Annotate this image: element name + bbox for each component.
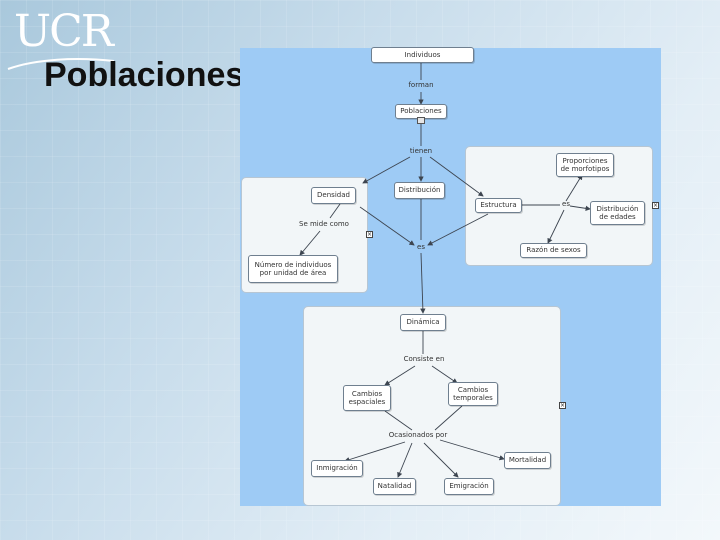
link-ocasionados-por: Ocasionados por — [388, 431, 448, 439]
logo-swoosh-icon — [7, 58, 115, 70]
line-densidad-es — [359, 206, 415, 246]
line-temporales-ocasionados — [434, 405, 463, 431]
line-es-dinamica — [420, 252, 426, 314]
concept-emigracion: Emigración — [444, 478, 494, 495]
link-es: es — [417, 243, 425, 251]
line-es2-proporciones — [565, 174, 583, 202]
concept-razon-sexos: Razón de sexos — [520, 243, 587, 258]
line-ocasionados-natalidad — [397, 442, 413, 478]
collapse-density-panel-icon[interactable]: × — [366, 231, 373, 238]
line-ocasionados-mortalidad — [439, 439, 505, 461]
line-es2-razon — [547, 209, 565, 244]
line-tienen-densidad — [362, 156, 411, 184]
line-ocasionados-emigracion — [423, 442, 459, 478]
link-consiste-en: Consiste en — [403, 355, 445, 363]
slide-title: Poblaciones — [44, 56, 245, 94]
line-semide-numero — [299, 230, 321, 256]
link-forman: forman — [408, 81, 434, 89]
concept-cambios-temporales: Cambios temporales — [448, 382, 498, 406]
line-consiste-espaciales — [384, 365, 416, 386]
line-ocasionados-inmigracion — [344, 441, 406, 463]
ucr-logo: UCR — [14, 6, 114, 57]
image-attachment-icon[interactable] — [417, 117, 425, 124]
link-se-mide-como: Se mide como — [299, 220, 349, 228]
concept-distribucion-edades: Distribución de edades — [590, 201, 645, 225]
concept-natalidad: Natalidad — [373, 478, 416, 495]
link-es-estructura: es — [562, 200, 570, 208]
concept-inmigracion: Inmigración — [311, 460, 363, 477]
line-consiste-temporales — [431, 365, 458, 384]
concept-densidad: Densidad — [311, 187, 356, 204]
collapse-dynamics-panel-icon[interactable]: × — [559, 402, 566, 409]
line-es2-edades — [569, 205, 591, 212]
concept-distribucion: Distribución — [394, 182, 445, 199]
line-tienen-estructura — [429, 156, 484, 197]
concept-individuos: Individuos — [371, 47, 474, 63]
concept-cambios-espaciales: Cambios espaciales — [343, 385, 391, 411]
concept-estructura: Estructura — [475, 198, 522, 213]
line-estructura-es — [427, 213, 489, 246]
concept-numero-individuos: Número de individuos por unidad de área — [248, 255, 338, 283]
concept-dinamica: Dinámica — [400, 314, 446, 331]
link-tienen: tienen — [409, 147, 433, 155]
line-densidad-semide — [329, 203, 341, 219]
concept-mortalidad: Mortalidad — [504, 452, 551, 469]
collapse-structure-panel-icon[interactable]: × — [652, 202, 659, 209]
line-espaciales-ocasionados — [384, 410, 413, 431]
concept-proporciones-morfotipos: Proporciones de morfotipos — [556, 153, 614, 177]
